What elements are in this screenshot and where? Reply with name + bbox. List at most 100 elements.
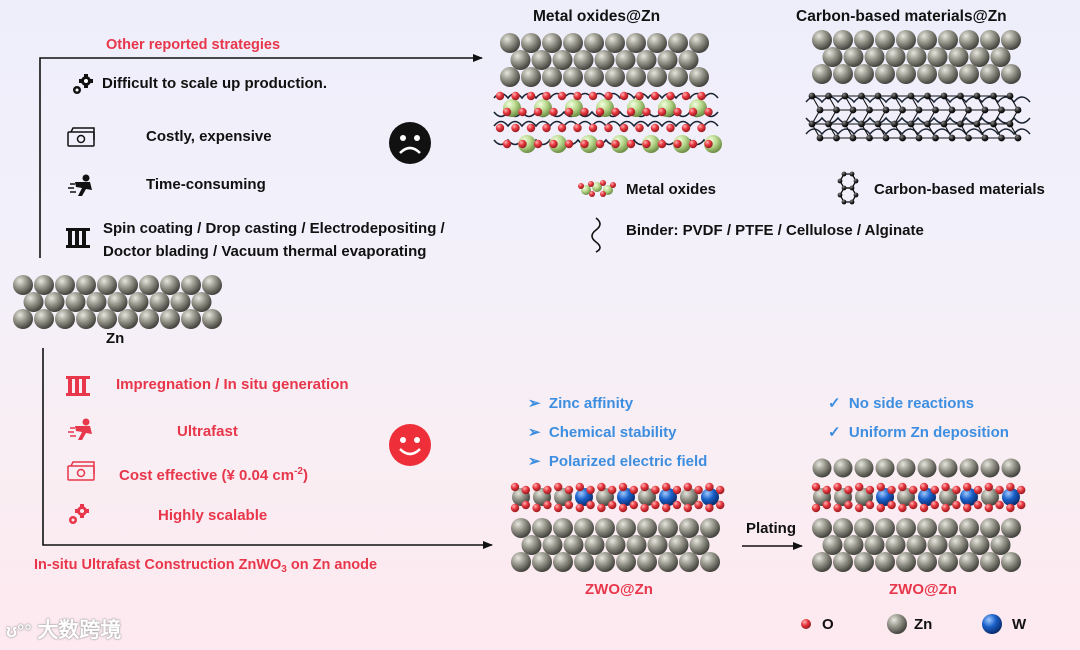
zn-atom — [679, 552, 699, 572]
carbon-atom — [998, 134, 1005, 142]
o-atom — [995, 485, 1004, 495]
o-atom — [688, 107, 698, 117]
o-atom — [595, 107, 605, 117]
zn-atom — [521, 33, 541, 53]
carbon-atom — [825, 92, 832, 100]
zn-atom — [833, 552, 853, 572]
o-atom — [521, 500, 530, 510]
metal-oxide-atom — [518, 135, 536, 153]
carbon-atom — [990, 120, 997, 128]
o-atom — [995, 500, 1004, 510]
zn-atom — [118, 275, 138, 295]
o-atom-legend-icon — [801, 619, 811, 629]
gears-icon — [69, 504, 89, 524]
carbon-atom — [981, 106, 989, 114]
o-atom — [666, 123, 675, 133]
zn-atom — [605, 67, 625, 87]
carbon-atom — [907, 120, 915, 128]
zn-atom — [1001, 30, 1021, 50]
zn-atom — [854, 518, 874, 538]
zn-atom — [980, 64, 1000, 84]
carbon-atom — [998, 106, 1005, 114]
o-atom — [604, 91, 613, 101]
carbon-atom — [858, 92, 865, 100]
zn-atom — [990, 535, 1011, 555]
o-atom — [626, 107, 636, 117]
o-atom — [681, 91, 691, 101]
zn-atom — [875, 518, 895, 538]
o-atom — [1006, 503, 1015, 513]
metal-oxide-atom — [611, 135, 629, 153]
metal-oxides-legend-icon — [578, 180, 616, 197]
zn-atom — [65, 292, 86, 312]
zn-atom — [980, 30, 1000, 50]
zn-atom — [637, 552, 657, 572]
o-atom — [564, 107, 574, 117]
o-atom — [557, 123, 567, 133]
carbon-atom — [965, 134, 972, 142]
zn-atom — [812, 518, 832, 538]
legend-o-label: O — [822, 616, 834, 633]
carbon-legend-icon — [837, 171, 859, 205]
zn-atom — [552, 50, 573, 70]
zn-atom — [990, 47, 1011, 67]
zn-atom — [139, 309, 159, 329]
zn-atom — [969, 47, 990, 67]
metal-oxides-zn-structure — [493, 33, 722, 153]
o-atom — [919, 482, 929, 492]
zn-substrate-atoms — [13, 275, 222, 329]
o-atom — [865, 500, 875, 510]
zn-atom — [980, 518, 1000, 538]
bottom-flow-arrow — [42, 348, 493, 549]
o-atom — [697, 91, 706, 101]
advantage-scalable: Highly scalable — [158, 507, 268, 524]
drawback-time: Time-consuming — [146, 176, 266, 193]
other-strategies-heading: Other reported strategies — [106, 37, 281, 53]
zn-atom — [980, 458, 1000, 478]
zn-atom — [118, 309, 138, 329]
carbon-atom — [849, 106, 857, 114]
o-atom — [586, 500, 595, 510]
zn-atom — [13, 309, 33, 329]
carbon-atom — [940, 92, 948, 100]
zn-atom — [812, 30, 832, 50]
carbon-atom — [915, 134, 923, 142]
o-atom — [822, 485, 831, 495]
zn-atom — [542, 67, 562, 87]
carbon-atom — [874, 92, 882, 100]
w-atom — [659, 488, 677, 506]
zn-atom — [885, 535, 906, 555]
o-atom — [533, 139, 543, 149]
carbon-atom — [1014, 106, 1022, 114]
zn-atom — [584, 33, 604, 53]
o-atom — [510, 503, 520, 513]
o-atom — [705, 503, 714, 513]
watermark-logo: ʊ°° 大数跨境 — [6, 619, 122, 642]
o-atom — [1017, 485, 1026, 495]
zn-atom — [86, 292, 107, 312]
zn-atom — [896, 64, 916, 84]
zn-atom — [605, 535, 626, 555]
binder-legend-icon — [591, 217, 601, 253]
zn-atom-legend-icon — [887, 614, 907, 634]
zn-atom — [917, 30, 937, 50]
zn-atom — [521, 535, 542, 555]
zn-atom — [531, 50, 552, 70]
o-atom — [588, 91, 598, 101]
o-atom — [650, 91, 660, 101]
carbon-atom — [891, 92, 898, 100]
zn-atom — [833, 64, 853, 84]
carbon-atom — [940, 120, 948, 128]
carbon-atom — [924, 120, 931, 128]
zn-atom — [605, 33, 625, 53]
o-atom — [666, 91, 675, 101]
o-atom — [984, 482, 993, 492]
zn-atom — [854, 30, 874, 50]
feature-chemical-stability: ➢ Chemical stability — [528, 424, 677, 441]
zn-atom — [657, 50, 678, 70]
zn-atom — [822, 47, 843, 67]
o-atom — [640, 482, 649, 492]
carbon-atom — [833, 106, 840, 114]
o-atom — [608, 500, 617, 510]
zn-atom — [668, 67, 688, 87]
